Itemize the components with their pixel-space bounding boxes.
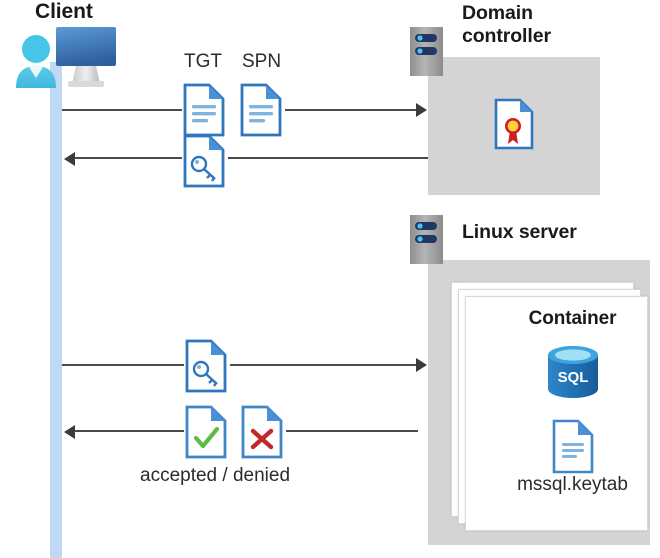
document-lines-icon [240,83,282,137]
spn-label: SPN [242,51,282,72]
message-3-line-left [62,364,184,366]
message-1-line-left [62,109,182,111]
accepted-denied-caption: accepted / denied [140,465,291,486]
tgt-label: TGT [184,51,222,72]
document-lines-icon [183,83,225,137]
sql-database-icon: SQL [465,346,660,398]
document-key-icon [183,134,225,188]
client-lifeline [50,62,62,558]
message-4-line-right [286,430,418,432]
server-rack-icon [410,215,443,264]
keytab-filename-label: mssql.keytab [517,474,628,495]
message-2-line-left [74,157,182,159]
message-2-line-right [228,157,428,159]
domain-controller-title: Domain controller [462,2,551,47]
server-rack-icon [410,27,443,76]
message-1-arrowhead [416,103,427,117]
certificate-document-icon [494,98,534,150]
message-3-line-right [230,364,417,366]
message-3-arrowhead [416,358,427,372]
client-title: Client [35,0,93,23]
container-contents: Container SQL [465,0,660,558]
document-key-icon [185,339,227,393]
message-2-arrowhead [64,152,75,166]
message-1-line-right [285,109,417,111]
svg-text:SQL: SQL [558,369,589,386]
message-4-arrowhead [64,425,75,439]
container-card-front[interactable] [465,296,648,531]
keytab-document-icon [465,418,660,474]
linux-server-title: Linux server [462,221,577,243]
document-check-icon [185,405,227,459]
message-4-line-left [74,430,184,432]
user-workstation-icon [8,22,120,90]
document-cross-icon [241,405,283,459]
container-title: Container [528,308,617,329]
